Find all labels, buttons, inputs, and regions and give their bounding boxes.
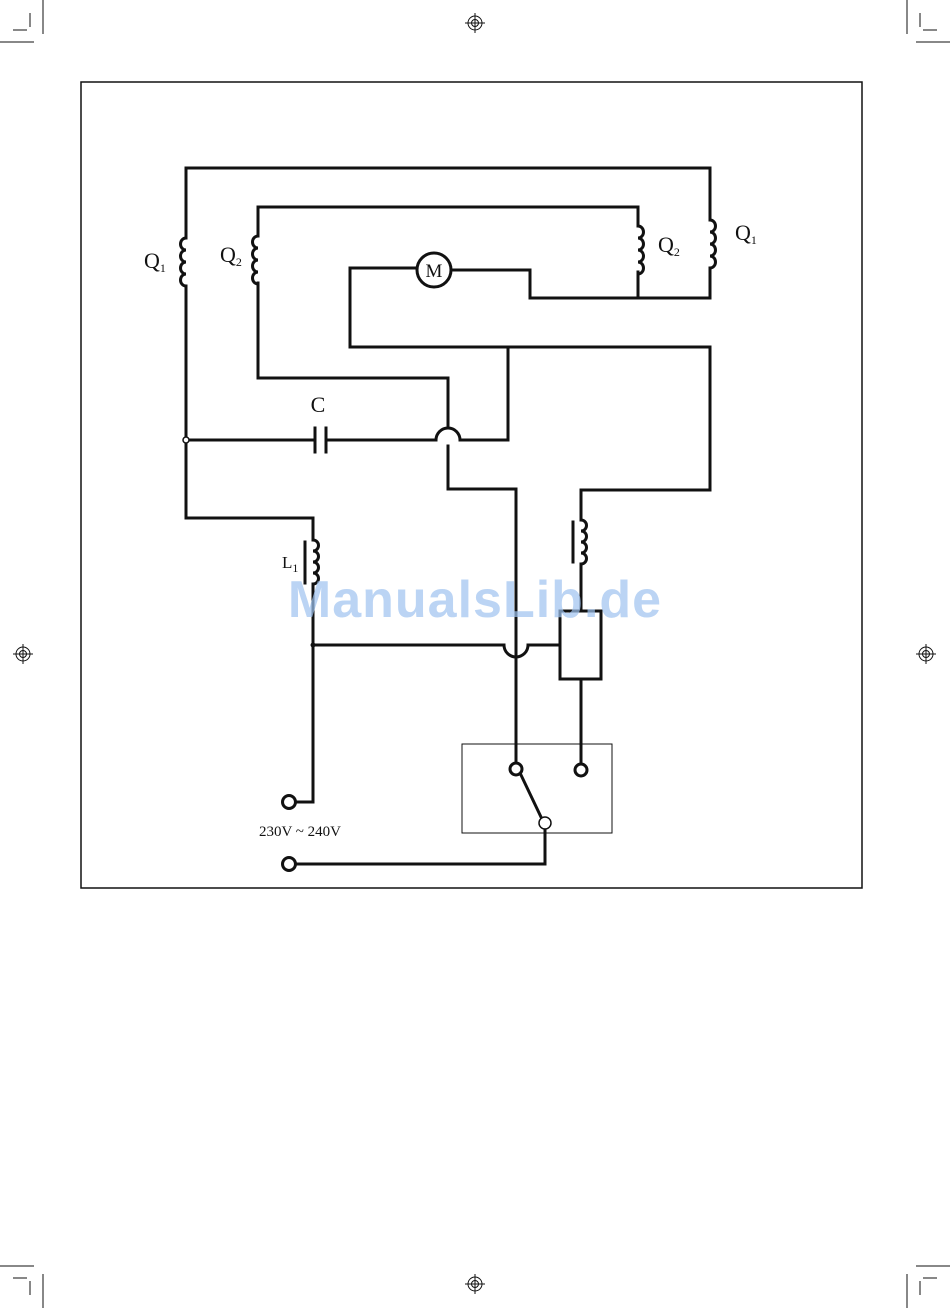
coil-q2-left bbox=[253, 236, 259, 284]
coil-q1-right bbox=[710, 220, 716, 268]
switch-terminal-right[interactable] bbox=[575, 764, 587, 776]
label-supply-voltage: 230V ~ 240V bbox=[259, 824, 341, 840]
coil-q1-left bbox=[181, 238, 186, 286]
switch-box bbox=[462, 744, 612, 833]
registration-mark-right bbox=[916, 644, 936, 664]
label-motor: M bbox=[426, 261, 443, 282]
switch-pivot bbox=[539, 817, 551, 829]
junction-dot bbox=[183, 437, 189, 443]
switch-terminal-left[interactable] bbox=[510, 763, 522, 775]
registration-mark-left bbox=[13, 644, 33, 664]
watermark-text: ManualsLib.de bbox=[0, 570, 950, 630]
supply-terminal-top[interactable] bbox=[283, 796, 296, 809]
label-q2-left: Q2 bbox=[220, 242, 242, 269]
registration-mark-top bbox=[465, 13, 485, 33]
diagram-frame bbox=[81, 82, 862, 888]
relay-coil bbox=[573, 520, 587, 564]
label-q2-right: Q2 bbox=[658, 232, 680, 259]
supply-terminal-bottom[interactable] bbox=[283, 858, 296, 871]
capacitor-c bbox=[315, 428, 326, 452]
label-q1-right: Q1 bbox=[735, 220, 757, 247]
label-capacitor: C bbox=[311, 392, 326, 417]
registration-mark-bottom bbox=[465, 1274, 485, 1294]
coil-q2-right bbox=[638, 226, 644, 274]
junction-dot bbox=[311, 643, 316, 648]
label-q1-left: Q1 bbox=[144, 248, 166, 275]
